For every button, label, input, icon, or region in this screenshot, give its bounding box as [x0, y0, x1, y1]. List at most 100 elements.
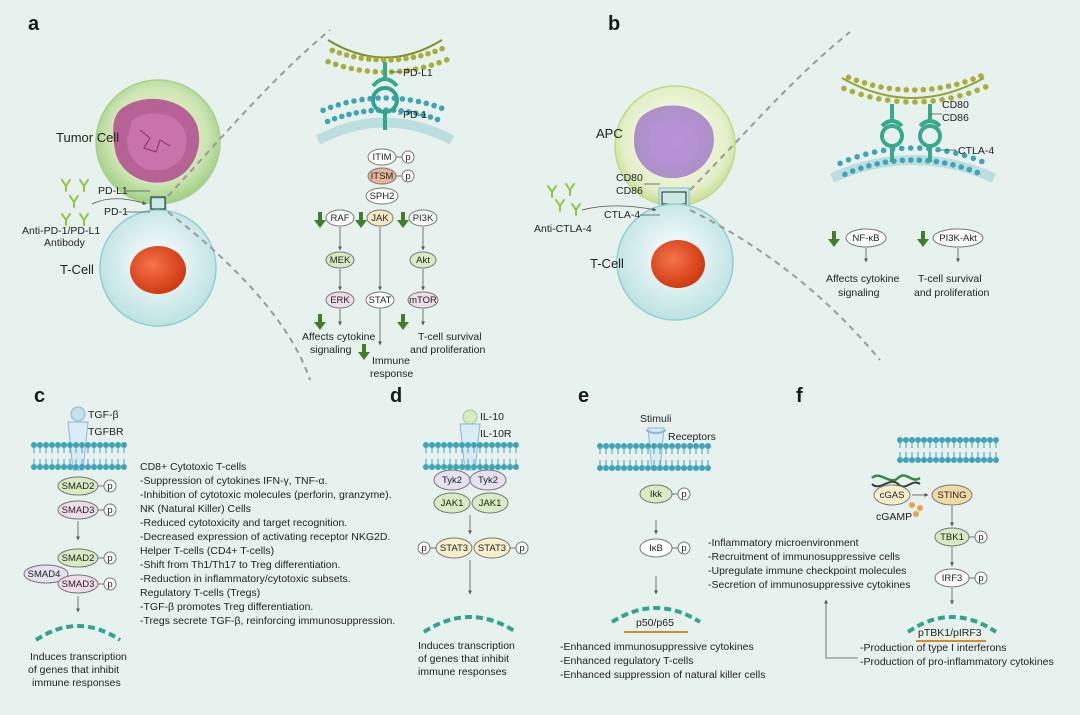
lipid-head: [871, 149, 878, 155]
lipid-head: [603, 443, 609, 449]
tgfb-label: TGF-β: [88, 409, 119, 421]
lipid-head: [395, 56, 402, 63]
lipid-head: [438, 105, 445, 111]
lipid-head: [978, 73, 984, 79]
lipid-head: [471, 442, 477, 448]
c-effect: -Reduction in inflammatory/cytotoxic sub…: [140, 573, 351, 585]
lipid-head: [903, 99, 909, 105]
lipid-head: [849, 88, 856, 95]
lipid-head: [447, 464, 453, 470]
itsm-node: ITSM p: [367, 167, 415, 185]
lipid-head: [441, 464, 447, 470]
lipid-head: [657, 465, 663, 471]
panel-label-f: f: [796, 385, 803, 407]
down-arrows-b: [828, 231, 929, 247]
lipid-head: [67, 442, 73, 448]
lipid-head: [917, 145, 923, 151]
lipid-head: [651, 443, 657, 449]
akt-node: Akt: [409, 251, 437, 269]
lipid-head: [882, 159, 889, 165]
lipid-head: [939, 457, 945, 463]
apc-membrane: [841, 73, 989, 105]
lipid-head: [415, 98, 422, 105]
lipid-head: [405, 109, 412, 115]
mek-node: MEK: [325, 251, 355, 269]
lipid-head: [351, 98, 357, 104]
lipid-head: [103, 442, 109, 448]
lipid-head: [975, 437, 981, 443]
lipid-head: [335, 102, 342, 108]
lipid-head: [987, 437, 993, 443]
lipid-head: [876, 96, 882, 102]
lipid-head: [431, 102, 437, 109]
lipid-head: [903, 87, 910, 93]
t-cell-b: [616, 203, 734, 321]
tyk2-nodes: Tyk2 Tyk2: [433, 469, 507, 491]
lipid-head: [115, 442, 121, 448]
c-effect: CD8+ Cytotoxic T-cells: [140, 461, 246, 473]
svg-text:ITSM: ITSM: [371, 171, 394, 182]
lipid-head: [957, 93, 963, 99]
lipid-head: [663, 465, 669, 471]
lipid-head: [965, 90, 972, 97]
lipid-head: [866, 163, 872, 169]
mtor-node: mTOR: [407, 291, 439, 309]
lipid-head: [675, 465, 681, 471]
lipid-head: [951, 457, 957, 463]
svg-text:TBK1: TBK1: [940, 532, 964, 543]
cd86-small-label: CD86: [616, 185, 643, 197]
a-out-survival-1: T-cell survival: [418, 331, 482, 343]
c-effect: -Suppression of cytokines IFN-γ, TNF-α.: [140, 475, 328, 487]
lipid-head: [951, 437, 957, 443]
membrane-c: [31, 442, 127, 470]
irf3-node: IRF3 p: [934, 568, 988, 588]
lipid-head: [501, 464, 507, 470]
lipid-head: [880, 147, 887, 154]
lipid-head: [61, 464, 67, 470]
smad2-node-c: SMAD2 p: [57, 476, 117, 496]
lipid-head: [396, 68, 403, 75]
lipid-head: [436, 59, 442, 66]
lipid-head: [895, 86, 901, 93]
lipid-head: [43, 442, 49, 448]
lipid-head: [920, 86, 927, 93]
t-cell-b-label: T-Cell: [590, 256, 624, 271]
c-out-1: Induces transcription: [30, 651, 127, 663]
lipid-head: [115, 464, 121, 470]
dna-d: [422, 615, 518, 634]
lipid-head: [874, 161, 880, 167]
lipid-head: [993, 457, 999, 463]
lipid-head: [383, 95, 390, 101]
ctla4-label: CTLA-4: [958, 145, 994, 157]
lipid-head: [495, 442, 501, 448]
svg-text:SMAD3: SMAD3: [62, 505, 95, 516]
tumor-cell: [95, 79, 221, 205]
lipid-head: [459, 464, 465, 470]
lipid-head: [863, 151, 869, 157]
itim-node: ITIM p: [367, 148, 415, 166]
membrane-e: [597, 443, 711, 471]
lipid-head: [845, 157, 852, 163]
nfkb-node: NF-κB: [845, 228, 887, 248]
svg-text:IκB: IκB: [649, 543, 663, 554]
lipid-head: [705, 443, 711, 449]
lipid-head: [921, 457, 927, 463]
lipid-head: [933, 158, 940, 165]
pdl1-label: PD-L1: [403, 67, 433, 79]
svg-text:p: p: [681, 489, 686, 500]
c-effect: -TGF-β promotes Treg differentiation.: [140, 601, 313, 613]
lipid-head: [639, 443, 645, 449]
il10-label: IL-10: [480, 411, 504, 423]
b-out-survival-2: and proliferation: [914, 287, 989, 299]
lipid-head: [915, 457, 921, 463]
tgfbr-label: TGFBR: [88, 426, 124, 438]
lipid-head: [970, 76, 976, 82]
lipid-head: [373, 56, 379, 63]
anti-ctla4-label: Anti-CTLA-4: [534, 223, 592, 235]
f-outcome: -Production of type I interferons: [860, 642, 1007, 654]
svg-text:p: p: [107, 579, 112, 590]
lipid-head: [939, 96, 945, 103]
lipid-head: [639, 465, 645, 471]
antibody-label-line1: Anti-PD-1/PD-L1: [22, 225, 100, 237]
lipid-head: [907, 145, 914, 151]
